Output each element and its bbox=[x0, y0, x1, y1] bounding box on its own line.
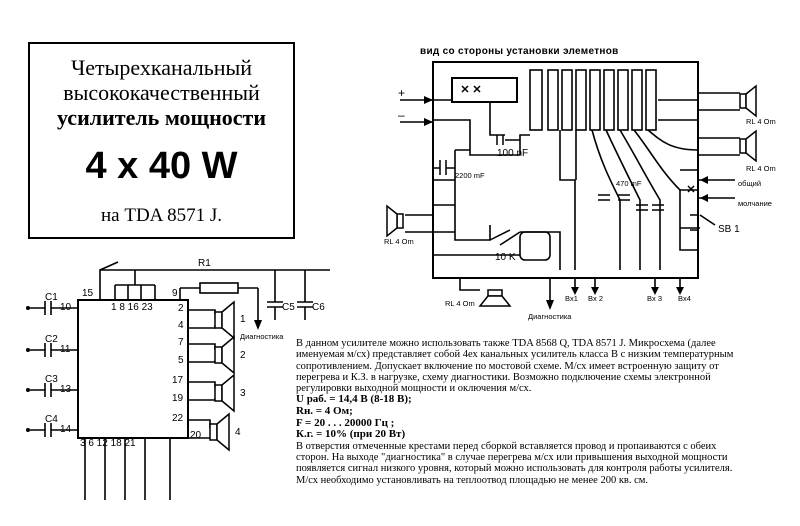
pcb-common-label: общий bbox=[738, 179, 762, 188]
pcb-minus-label: – bbox=[398, 108, 405, 122]
pcb-diag-label: Диагностика bbox=[528, 312, 572, 321]
pin-15: 15 bbox=[82, 288, 94, 299]
pcb-cap-100nf: 100 nF bbox=[497, 148, 529, 159]
pcb-input-4: Bx4 bbox=[678, 294, 691, 303]
c1-label: C1 bbox=[45, 292, 58, 303]
pcb-input-3: Bx 3 bbox=[647, 294, 663, 303]
c4-label: C4 bbox=[45, 414, 58, 425]
title-box: Четырехканальный высококачественный усил… bbox=[28, 42, 295, 239]
c3-label: C3 bbox=[45, 374, 58, 385]
title-line-1: Четырехканальный bbox=[70, 55, 253, 80]
pcb-rl-top2: RL 4 Om bbox=[746, 164, 776, 173]
title-line-2: высококачественный bbox=[63, 80, 260, 105]
description: В данном усилителе можно использовать та… bbox=[296, 338, 744, 486]
spec-thd: К.г. = 10% (при 20 Вт) bbox=[296, 428, 406, 441]
chip-name: на TDA 8571 J. bbox=[101, 205, 222, 226]
pcb-pot-10k: 10 K bbox=[495, 252, 516, 263]
pin-20: 20 bbox=[190, 430, 202, 441]
pin-11: 11 bbox=[60, 344, 71, 355]
pcb-rl-bottom: RL 4 Om bbox=[445, 299, 475, 308]
channel-4: 4 bbox=[235, 427, 241, 438]
pcb-heading: вид со стороны установки элеметнов bbox=[420, 46, 619, 57]
c5-label: C5 bbox=[282, 302, 295, 313]
pins-top: 1 8 16 23 bbox=[111, 302, 153, 313]
pcb-input-1: Bx1 bbox=[565, 294, 578, 303]
pin-7: 7 bbox=[178, 337, 184, 348]
channel-2: 2 bbox=[240, 350, 246, 361]
pcb-plus-label: + bbox=[398, 86, 406, 100]
description-assembly: В отверстия отмеченные крестами перед сб… bbox=[296, 440, 733, 475]
pin-13: 13 bbox=[60, 384, 72, 395]
title-line-3: усилитель мощности bbox=[56, 105, 267, 130]
c6-label: C6 bbox=[312, 302, 325, 313]
c2-label: C2 bbox=[45, 334, 58, 345]
chip-body bbox=[77, 299, 189, 439]
spec-load: Rн. = 4 Ом; bbox=[296, 405, 353, 418]
pcb-rl-left: RL 4 Om bbox=[384, 237, 414, 246]
pcb-rl-top1: RL 4 Om bbox=[746, 117, 776, 126]
pin-10: 10 bbox=[60, 302, 72, 313]
pin-19: 19 bbox=[172, 393, 184, 404]
pin-22: 22 bbox=[172, 413, 184, 424]
pcb-input-2: Bx 2 bbox=[588, 294, 604, 303]
pcb-pad-top-left bbox=[451, 77, 518, 103]
pin-17: 17 bbox=[172, 375, 184, 386]
pcb-switch-label: SB 1 bbox=[718, 224, 740, 235]
pin-4: 4 bbox=[178, 320, 184, 331]
channel-1: 1 bbox=[240, 314, 246, 325]
pcb-cap-470: 470 mF bbox=[616, 179, 642, 188]
description-heatsink: М/сх необходимо установливать на теплоот… bbox=[296, 474, 649, 486]
channel-3: 3 bbox=[240, 388, 246, 399]
pcb-cap-2200: 2200 mF bbox=[455, 171, 485, 180]
spec-frequency: F = 20 . . . 20000 Гц ; bbox=[296, 416, 395, 429]
schematic-diag-label: Диагностика bbox=[240, 332, 284, 341]
pcb-mute-label: молчание bbox=[738, 199, 772, 208]
pin-14: 14 bbox=[60, 424, 72, 435]
pin-9: 9 bbox=[172, 288, 178, 299]
r1-label: R1 bbox=[198, 258, 211, 269]
power-rating: 4 x 40 W bbox=[85, 145, 238, 187]
pin-5: 5 bbox=[178, 355, 184, 366]
pins-bottom: 3 6 12 18 21 bbox=[80, 438, 136, 449]
description-intro: В данном усилителе можно использовать та… bbox=[296, 338, 734, 395]
pin-2: 2 bbox=[178, 303, 184, 314]
spec-voltage: U раб. = 14,4 В (8-18 В); bbox=[296, 393, 412, 406]
